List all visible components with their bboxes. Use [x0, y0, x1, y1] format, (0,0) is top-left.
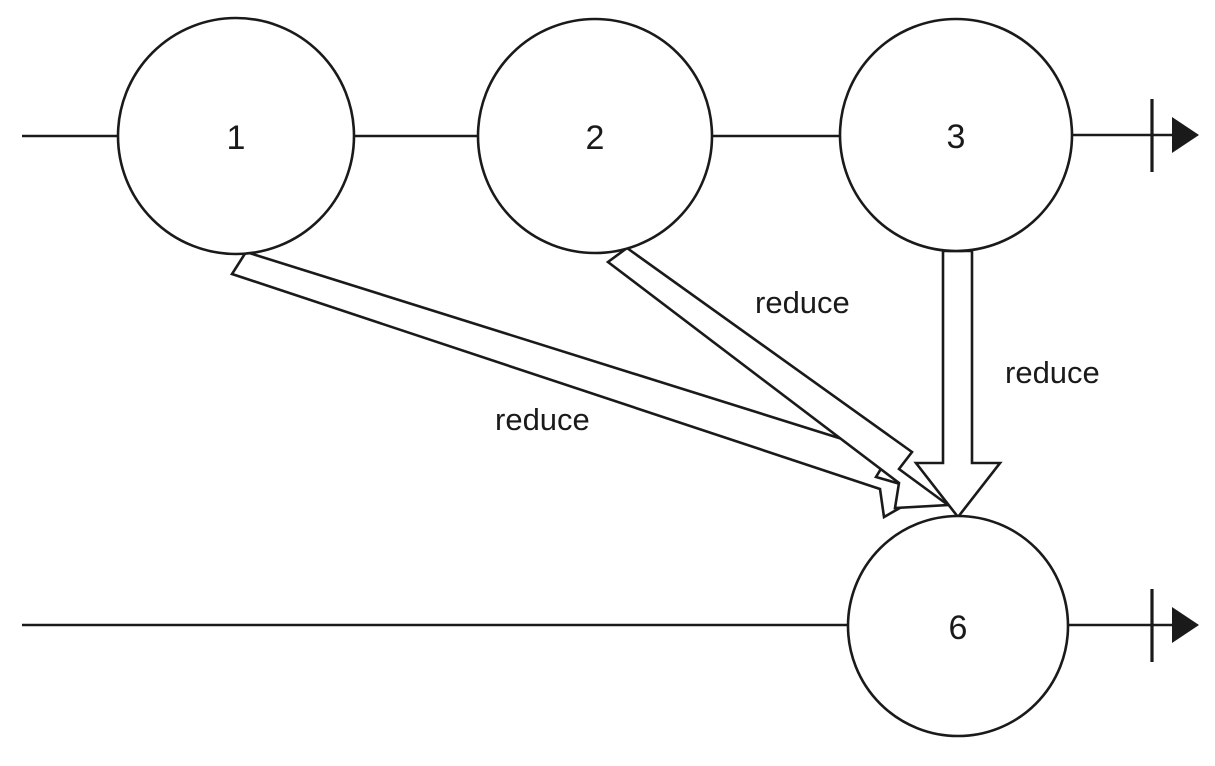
node-3-label: 3 — [947, 118, 966, 156]
node-2[interactable]: 2 — [476, 17, 714, 255]
nodes-group: 1 2 3 6 — [116, 16, 1074, 738]
block-arrow-shape — [913, 249, 1003, 520]
node-2-circle[interactable] — [476, 17, 714, 255]
node-6[interactable]: 6 — [846, 514, 1070, 738]
node-6-circle[interactable] — [846, 514, 1070, 738]
edge-label-node-3-to-node-6: reduce — [1005, 355, 1100, 390]
arrowhead-top-output-icon — [1172, 117, 1199, 153]
node-1[interactable]: 1 — [116, 16, 356, 256]
node-6-label: 6 — [949, 609, 968, 647]
node-3[interactable]: 3 — [838, 17, 1074, 253]
node-3-circle[interactable] — [838, 17, 1074, 253]
edge-label-node-2-to-node-6: reduce — [755, 285, 850, 320]
arrowhead-bottom-output-icon — [1172, 607, 1199, 643]
terminals-group — [1150, 99, 1199, 662]
node-1-label: 1 — [227, 119, 246, 157]
edge-label-node-1-to-node-6: reduce — [495, 402, 590, 437]
edge-labels-group: reduce reduce reduce — [495, 285, 1100, 437]
node-2-label: 2 — [586, 119, 605, 157]
node-1-circle[interactable] — [116, 16, 356, 256]
block-arrow-shape — [605, 246, 952, 510]
block-arrow-node-2-to-node-6 — [605, 246, 952, 510]
block-arrow-node-3-to-node-6 — [913, 249, 1003, 520]
plain-edges-group — [22, 133, 1180, 627]
